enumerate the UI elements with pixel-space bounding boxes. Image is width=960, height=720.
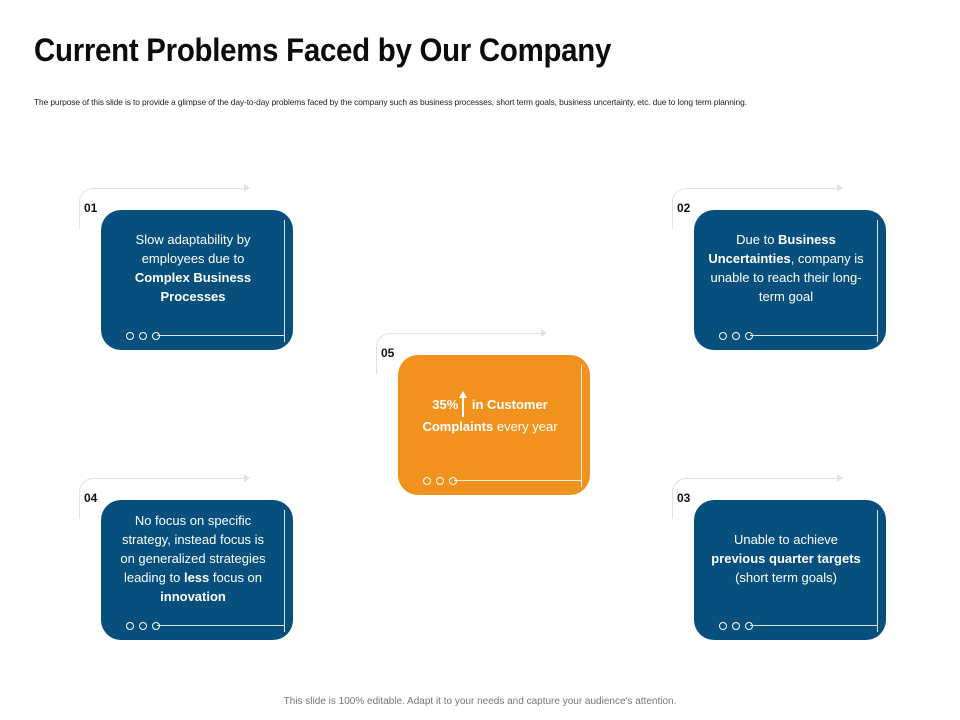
card-dots — [719, 332, 753, 340]
card-dots — [719, 622, 753, 630]
tab-line — [376, 333, 542, 374]
dot-icon — [745, 332, 753, 340]
slide-subtitle: The purpose of this slide is to provide … — [34, 97, 747, 107]
card-vertical-line — [284, 220, 285, 342]
dot-icon — [126, 332, 134, 340]
dot-icon — [139, 332, 147, 340]
problem-number: 03 — [677, 491, 691, 505]
dot-icon — [732, 622, 740, 630]
problem-number: 02 — [677, 201, 691, 215]
problem-number: 01 — [84, 201, 98, 215]
card-vertical-line — [877, 510, 878, 632]
card-dots — [423, 477, 457, 485]
text-part: Due to — [736, 232, 779, 247]
slide-title: Current Problems Faced by Our Company — [34, 32, 612, 68]
tab-arrow-icon — [541, 329, 547, 337]
card-horizontal-line — [157, 335, 285, 336]
tab-arrow-icon — [244, 474, 250, 482]
card-horizontal-line — [750, 625, 878, 626]
problem-text: Unable to achieve previous quarter targe… — [706, 500, 866, 616]
card-horizontal-line — [157, 625, 285, 626]
problem-item-05: 05 35% in Customer Complaints every year — [376, 329, 606, 498]
problem-number: 05 — [381, 346, 395, 360]
dot-icon — [423, 477, 431, 485]
card-dots — [126, 622, 160, 630]
text-part: focus on — [209, 569, 263, 585]
problem-card: Due to Business Uncertainties, company i… — [694, 210, 886, 350]
text-part: Slow adaptability by employees due to — [135, 232, 251, 266]
problem-card: Unable to achieve previous quarter targe… — [694, 500, 886, 640]
tab-arrow-icon — [837, 184, 843, 192]
text-bold-part: innovation — [160, 588, 226, 604]
up-arrow-icon — [459, 390, 468, 417]
card-horizontal-line — [750, 335, 878, 336]
problem-card: Slow adaptability by employees due to Co… — [101, 210, 293, 350]
text-bold-part: 35% — [432, 396, 459, 412]
problem-item-04: 04 No focus on specific strategy, instea… — [79, 474, 309, 643]
text-bold-part: previous quarter targets — [711, 550, 861, 566]
problem-text: Due to Business Uncertainties, company i… — [706, 210, 866, 326]
card-vertical-line — [284, 510, 285, 632]
text-part: (short term goals) — [735, 569, 837, 585]
problem-item-01: 01 Slow adaptability by employees due to… — [79, 184, 309, 353]
text-bold-part: in Customer Complaints — [422, 396, 548, 434]
tab-line — [79, 188, 245, 229]
problem-card: No focus on specific strategy, instead f… — [101, 500, 293, 640]
dot-icon — [126, 622, 134, 630]
problem-number: 04 — [84, 491, 98, 505]
dot-icon — [745, 622, 753, 630]
tab-arrow-icon — [244, 184, 250, 192]
problem-card: 35% in Customer Complaints every year — [398, 355, 590, 495]
text-bold-part: Complex Business Processes — [134, 270, 252, 304]
text-bold-part: Business Uncertainties — [708, 232, 836, 266]
card-vertical-line — [581, 365, 582, 487]
text-part: , company is unable to reach their long-… — [710, 251, 864, 304]
dot-icon — [436, 477, 444, 485]
problem-item-03: 03 Unable to achieve previous quarter ta… — [672, 474, 902, 643]
dot-icon — [719, 622, 727, 630]
text-part: Unable to achieve — [733, 531, 839, 547]
card-horizontal-line — [454, 480, 582, 481]
dot-icon — [152, 622, 160, 630]
problem-item-02: 02 Due to Business Uncertainties, compan… — [672, 184, 902, 353]
problem-text: Slow adaptability by employees due to Co… — [113, 210, 273, 326]
dot-icon — [139, 622, 147, 630]
card-vertical-line — [877, 220, 878, 342]
tab-arrow-icon — [837, 474, 843, 482]
problem-text: No focus on specific strategy, instead f… — [113, 500, 273, 616]
text-part: every year — [493, 418, 558, 434]
text-part: No focus on specific strategy, instead f… — [120, 512, 266, 585]
tab-line — [672, 188, 838, 229]
slide-footer: This slide is 100% editable. Adapt it to… — [283, 696, 677, 707]
dot-icon — [449, 477, 457, 485]
dot-icon — [732, 332, 740, 340]
tab-line — [79, 478, 245, 519]
tab-line — [672, 478, 838, 519]
problem-text: 35% in Customer Complaints every year — [410, 355, 570, 471]
card-dots — [126, 332, 160, 340]
dot-icon — [152, 332, 160, 340]
dot-icon — [719, 332, 727, 340]
text-bold-part: less — [183, 569, 210, 585]
